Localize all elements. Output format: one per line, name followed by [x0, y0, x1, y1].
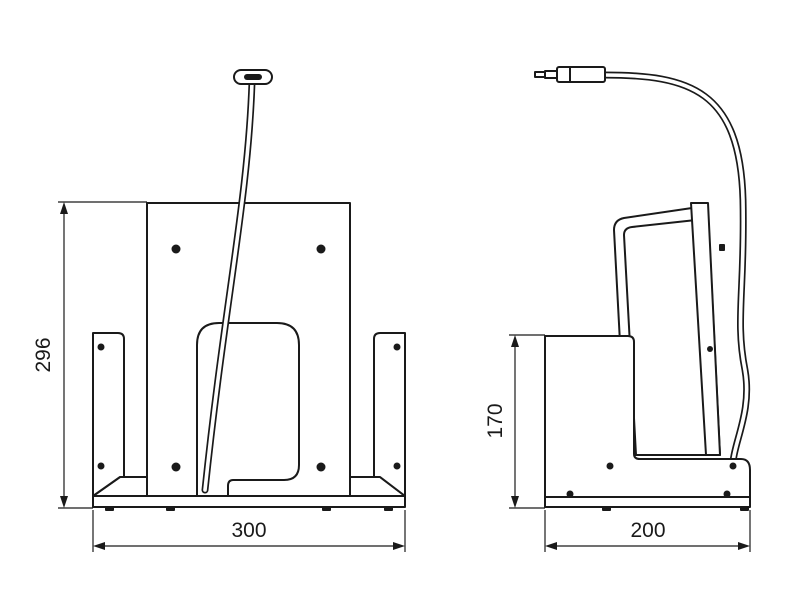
side-device	[613, 202, 725, 456]
front-cable	[201, 69, 273, 494]
front-back-panel	[146, 202, 351, 497]
dimension-300: 300	[92, 510, 406, 552]
dimension-300-label: 300	[231, 519, 266, 542]
dimension-170: 170	[484, 334, 545, 509]
dimension-200-label: 200	[630, 519, 665, 542]
dimension-296-label: 296	[32, 337, 55, 372]
front-right-bracket	[373, 332, 406, 497]
front-view	[92, 69, 406, 511]
dimension-170-label: 170	[484, 403, 507, 438]
side-view	[534, 66, 751, 511]
side-base	[544, 335, 751, 511]
side-cable	[534, 66, 751, 466]
front-left-bracket	[92, 332, 125, 497]
dimension-200: 200	[544, 510, 751, 552]
dimension-296: 296	[32, 201, 147, 509]
